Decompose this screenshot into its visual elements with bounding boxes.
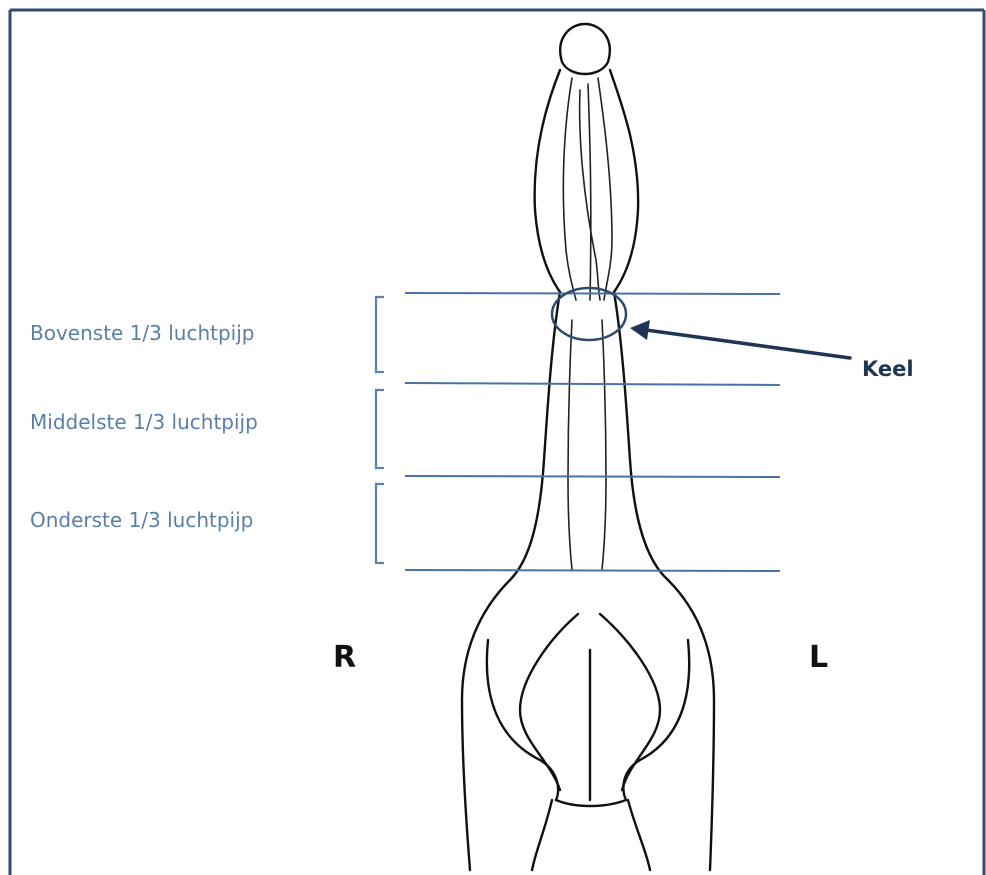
lung-curve-right: [520, 614, 578, 790]
throat-highlight-ellipse: [552, 288, 626, 340]
region-label-middle: Middelste 1/3 luchtpijp: [30, 410, 258, 434]
trachea-inner-left: [602, 320, 606, 570]
anatomy-drawing: [462, 24, 714, 870]
neck-outline-left: [610, 70, 638, 292]
lung-curve-left: [600, 614, 660, 790]
head-outline: [560, 24, 610, 74]
callout-arrow: [630, 320, 850, 358]
guide-line-2: [405, 383, 780, 385]
lower-ring-top: [556, 800, 626, 806]
guide-line-4: [405, 570, 780, 571]
neck-strand-1: [563, 78, 576, 300]
neck-outline-right: [535, 70, 560, 292]
bracket-middle: [376, 390, 384, 468]
chest-inner-right: [487, 640, 558, 800]
guide-lines: [405, 293, 780, 571]
side-label-left: L: [809, 640, 828, 675]
lower-line-right: [532, 800, 552, 870]
guide-line-3: [405, 476, 780, 477]
trachea-inner-right: [568, 320, 572, 570]
lower-line-left: [628, 800, 650, 870]
trachea-outline-right: [510, 292, 560, 580]
region-label-lower: Onderste 1/3 luchtpijp: [30, 508, 253, 532]
neck-strand-3: [598, 78, 612, 300]
frame-border: [10, 10, 984, 875]
region-label-upper: Bovenste 1/3 luchtpijp: [30, 321, 255, 345]
guide-line-1: [405, 293, 780, 294]
callout-label-keel: Keel: [862, 357, 914, 381]
bracket-upper: [376, 297, 384, 372]
brackets: [376, 297, 384, 563]
neck-strand-4: [588, 84, 591, 300]
chest-inner-left: [623, 640, 689, 800]
side-label-right: R: [333, 640, 356, 675]
bracket-lower: [376, 484, 384, 563]
